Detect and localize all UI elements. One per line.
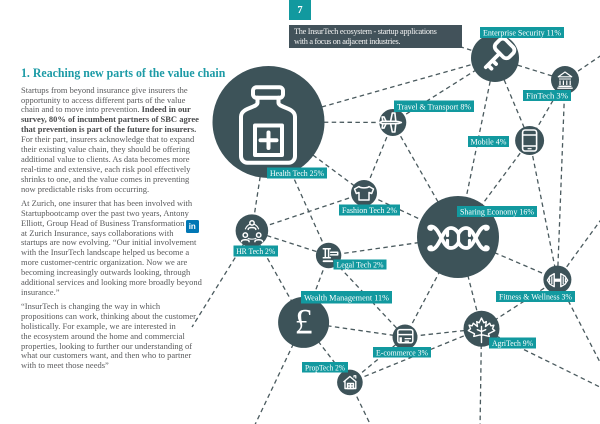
svg-text:PropTech 2%: PropTech 2% xyxy=(305,364,345,373)
svg-text:E-commerce 3%: E-commerce 3% xyxy=(376,349,428,358)
svg-text:Sharing Economy 16%: Sharing Economy 16% xyxy=(460,208,534,217)
svg-text:Fashion Tech 2%: Fashion Tech 2% xyxy=(342,206,397,215)
svg-text:Wealth Management 11%: Wealth Management 11% xyxy=(304,294,389,303)
svg-text:Travel & Transport 8%: Travel & Transport 8% xyxy=(397,103,471,112)
svg-text:Mobile 4%: Mobile 4% xyxy=(471,138,507,147)
svg-text:£: £ xyxy=(295,302,313,342)
svg-text:HR Tech 2%: HR Tech 2% xyxy=(236,247,275,256)
svg-text:AgriTech 9%: AgriTech 9% xyxy=(492,339,533,348)
svg-text:Fitness & Wellness 3%: Fitness & Wellness 3% xyxy=(499,293,572,302)
svg-text:Legal Tech 2%: Legal Tech 2% xyxy=(337,261,384,270)
svg-text:Enterprise Security 11%: Enterprise Security 11% xyxy=(483,29,561,38)
svg-text:Health Tech 25%: Health Tech 25% xyxy=(270,169,324,178)
svg-text:FinTech 3%: FinTech 3% xyxy=(526,92,568,101)
